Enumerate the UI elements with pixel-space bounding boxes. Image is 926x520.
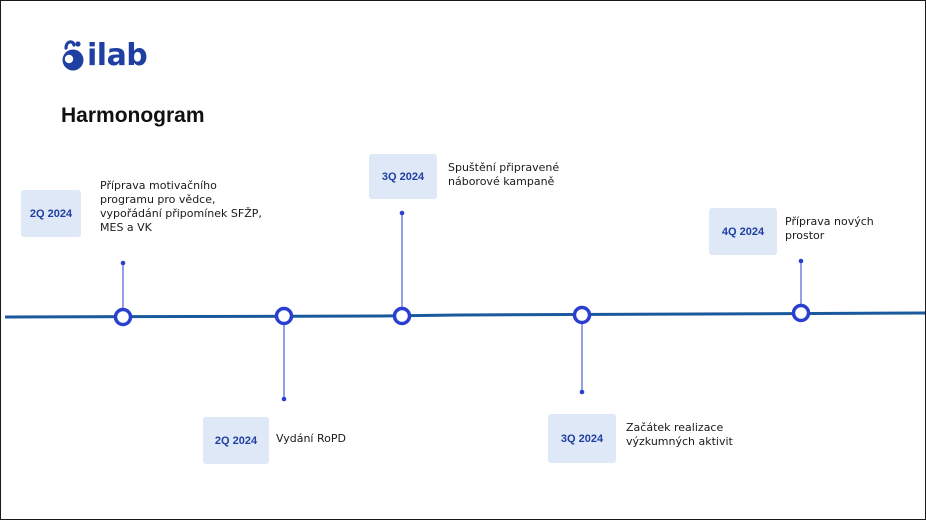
milestone-1-text: Příprava motivačního programu pro vědce,…	[100, 179, 262, 234]
milestone-1-endpoint	[120, 260, 126, 266]
ilab-logo-icon	[62, 40, 84, 71]
milestone-3-node	[392, 306, 412, 326]
milestone-5-node	[791, 303, 811, 323]
milestone-5-text: Příprava nových prostor	[785, 215, 874, 242]
milestone-2-badge: 2Q 2024	[203, 417, 269, 464]
milestone-5-endpoint	[798, 258, 804, 264]
milestone-4-badge: 3Q 2024	[548, 414, 616, 463]
milestone-1-node	[113, 307, 133, 327]
milestone-4-text: Začátek realizace výzkumných aktivit	[626, 421, 733, 448]
milestone-3-endpoint	[399, 210, 405, 216]
milestone-2-node	[274, 306, 294, 326]
milestone-4-node	[572, 305, 592, 325]
ilab-logo: ilab	[61, 38, 148, 73]
milestone-3-text: Spuštění připravené náborové kampaně	[448, 161, 560, 188]
milestone-2-text: Vydání RoPD	[276, 432, 346, 445]
milestone-5-badge: 4Q 2024	[709, 208, 777, 255]
milestone-3-badge: 3Q 2024	[369, 154, 437, 199]
milestone-2-endpoint	[281, 396, 287, 402]
milestone-1-badge: 2Q 2024	[21, 190, 81, 237]
timeline-line	[4, 311, 925, 319]
page-title: Harmonogram	[61, 104, 205, 127]
milestone-4-endpoint	[579, 389, 585, 395]
logo-text: ilab	[87, 38, 148, 73]
